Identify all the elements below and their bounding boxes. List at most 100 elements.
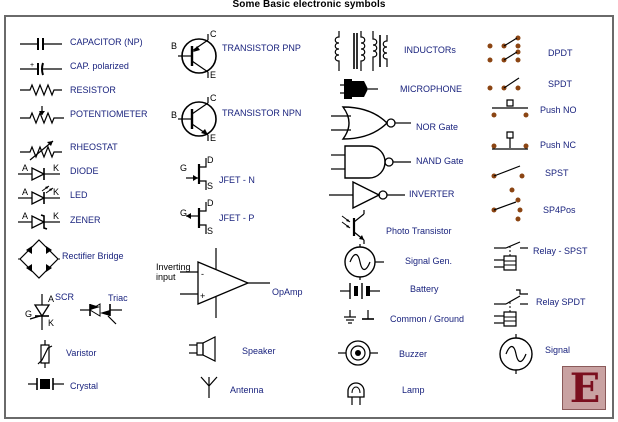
signal-gen-symbol — [342, 244, 384, 280]
zener-pin-a: A — [22, 211, 29, 221]
sp4pos-label: SP4Pos — [543, 205, 576, 215]
jfet-n-label: JFET - N — [219, 175, 255, 185]
signal-label: Signal — [545, 345, 571, 355]
zener-symbol — [18, 214, 60, 230]
common-ground-label: Common / Ground — [390, 314, 465, 324]
zener-pin-k: K — [53, 211, 60, 221]
inverter-label: INVERTER — [409, 189, 455, 199]
opamp-symbol — [180, 248, 270, 318]
signal-gen-label: Signal Gen. — [405, 256, 453, 266]
npn-pin-b: B — [171, 110, 178, 120]
pnp-pin-e: E — [210, 70, 217, 80]
rheostat-label: RHEOSTAT — [70, 142, 118, 152]
speaker-symbol — [189, 336, 219, 362]
nand-gate-label: NAND Gate — [416, 156, 464, 166]
pnp-pin-b: B — [171, 41, 178, 51]
jfet-p-pin-s: S — [207, 226, 214, 236]
push-nc-label: Push NC — [540, 140, 577, 150]
microphone-label: MICROPHONE — [400, 84, 463, 94]
jfet-p-pin-d: D — [207, 198, 214, 208]
rectifier-bridge-label: Rectifier Bridge — [62, 251, 124, 261]
opamp-inverting-label: Inverting — [156, 262, 191, 272]
rectifier-bridge-symbol — [18, 238, 60, 280]
jfet-p-pin-g: G — [180, 208, 188, 218]
dpdt-symbol — [487, 35, 521, 63]
svg-text:+: + — [30, 62, 34, 69]
rheostat-symbol — [20, 138, 62, 162]
brand-logo-letter: E — [569, 365, 601, 412]
nand-gate-symbol — [331, 144, 411, 180]
capacitor-np-label: CAPACITOR (NP) — [70, 37, 143, 47]
diagram-title: Some Basic electronic symbols — [232, 0, 386, 10]
signal-symbol — [496, 334, 536, 374]
diode-pin-k: K — [53, 163, 60, 173]
symbols-panel — [4, 15, 614, 419]
sp4pos-symbol — [491, 187, 523, 222]
relay-spst-symbol — [490, 240, 530, 274]
nor-gate-symbol — [331, 105, 411, 141]
jfet-n-symbol — [186, 158, 208, 190]
opamp-minus: - — [201, 269, 204, 279]
crystal-symbol — [28, 376, 64, 392]
photo-transistor-symbol — [340, 210, 372, 244]
scr-pin-k: K — [48, 318, 55, 328]
pnp-pin-c: C — [210, 29, 217, 39]
varistor-symbol — [38, 340, 52, 368]
push-no-label: Push NO — [540, 105, 577, 115]
relay-spdt-symbol — [490, 290, 530, 330]
opamp-label: OpAmp — [272, 287, 303, 297]
npn-pin-e: E — [210, 133, 217, 143]
photo-transistor-label: Photo Transistor — [386, 226, 452, 236]
scr-label: SCR — [55, 292, 75, 302]
diode-pin-a: A — [22, 163, 29, 173]
npn-pin-c: C — [210, 93, 217, 103]
resistor-symbol — [20, 84, 62, 96]
relay-spdt-label: Relay SPDT — [536, 297, 586, 307]
scr-pin-a: A — [48, 294, 55, 304]
battery-symbol — [340, 282, 380, 300]
spst-label: SPST — [545, 168, 569, 178]
resistor-label: RESISTOR — [70, 85, 116, 95]
brand-logo: E — [562, 365, 606, 412]
potentiometer-symbol — [20, 104, 64, 128]
inverter-symbol — [329, 180, 405, 210]
triac-label: Triac — [108, 293, 128, 303]
speaker-label: Speaker — [242, 346, 276, 356]
scr-symbol — [30, 294, 52, 330]
spdt-symbol — [487, 76, 521, 91]
antenna-symbol — [200, 376, 218, 398]
jfet-p-label: JFET - P — [219, 213, 255, 223]
led-label: LED — [70, 190, 88, 200]
inductors-symbol — [333, 29, 395, 73]
jfet-p-symbol — [186, 202, 208, 234]
jfet-n-pin-s: S — [207, 181, 214, 191]
zener-label: ZENER — [70, 215, 101, 225]
capacitor-np-symbol — [20, 37, 62, 51]
transistor-npn-symbol — [178, 97, 220, 141]
opamp-inverting-label-2: input — [156, 272, 176, 282]
led-pin-k: K — [53, 187, 60, 197]
opamp-plus: + — [200, 291, 206, 301]
relay-spst-label: Relay - SPST — [533, 246, 588, 256]
transistor-pnp-label: TRANSISTOR PNP — [222, 43, 301, 53]
varistor-label: Varistor — [66, 348, 97, 358]
transistor-pnp-symbol — [178, 34, 220, 78]
battery-label: Battery — [410, 284, 439, 294]
triac-symbol — [80, 302, 122, 324]
lamp-symbol — [345, 375, 367, 405]
spst-symbol — [491, 164, 525, 179]
push-nc-symbol — [491, 132, 529, 154]
common-ground-symbol — [344, 310, 378, 328]
diode-label: DIODE — [70, 166, 99, 176]
lamp-label: Lamp — [402, 385, 425, 395]
transistor-npn-label: TRANSISTOR NPN — [222, 108, 302, 118]
dpdt-label: DPDT — [548, 48, 573, 58]
diode-symbol — [18, 166, 60, 182]
crystal-label: Crystal — [70, 381, 99, 391]
capacitor-polarized-symbol: + — [20, 62, 62, 77]
inductors-label: INDUCTORs — [404, 45, 456, 55]
nor-gate-label: NOR Gate — [416, 122, 459, 132]
microphone-symbol — [340, 79, 380, 99]
potentiometer-label: POTENTIOMETER — [70, 109, 148, 119]
jfet-n-pin-g: G — [180, 163, 188, 173]
